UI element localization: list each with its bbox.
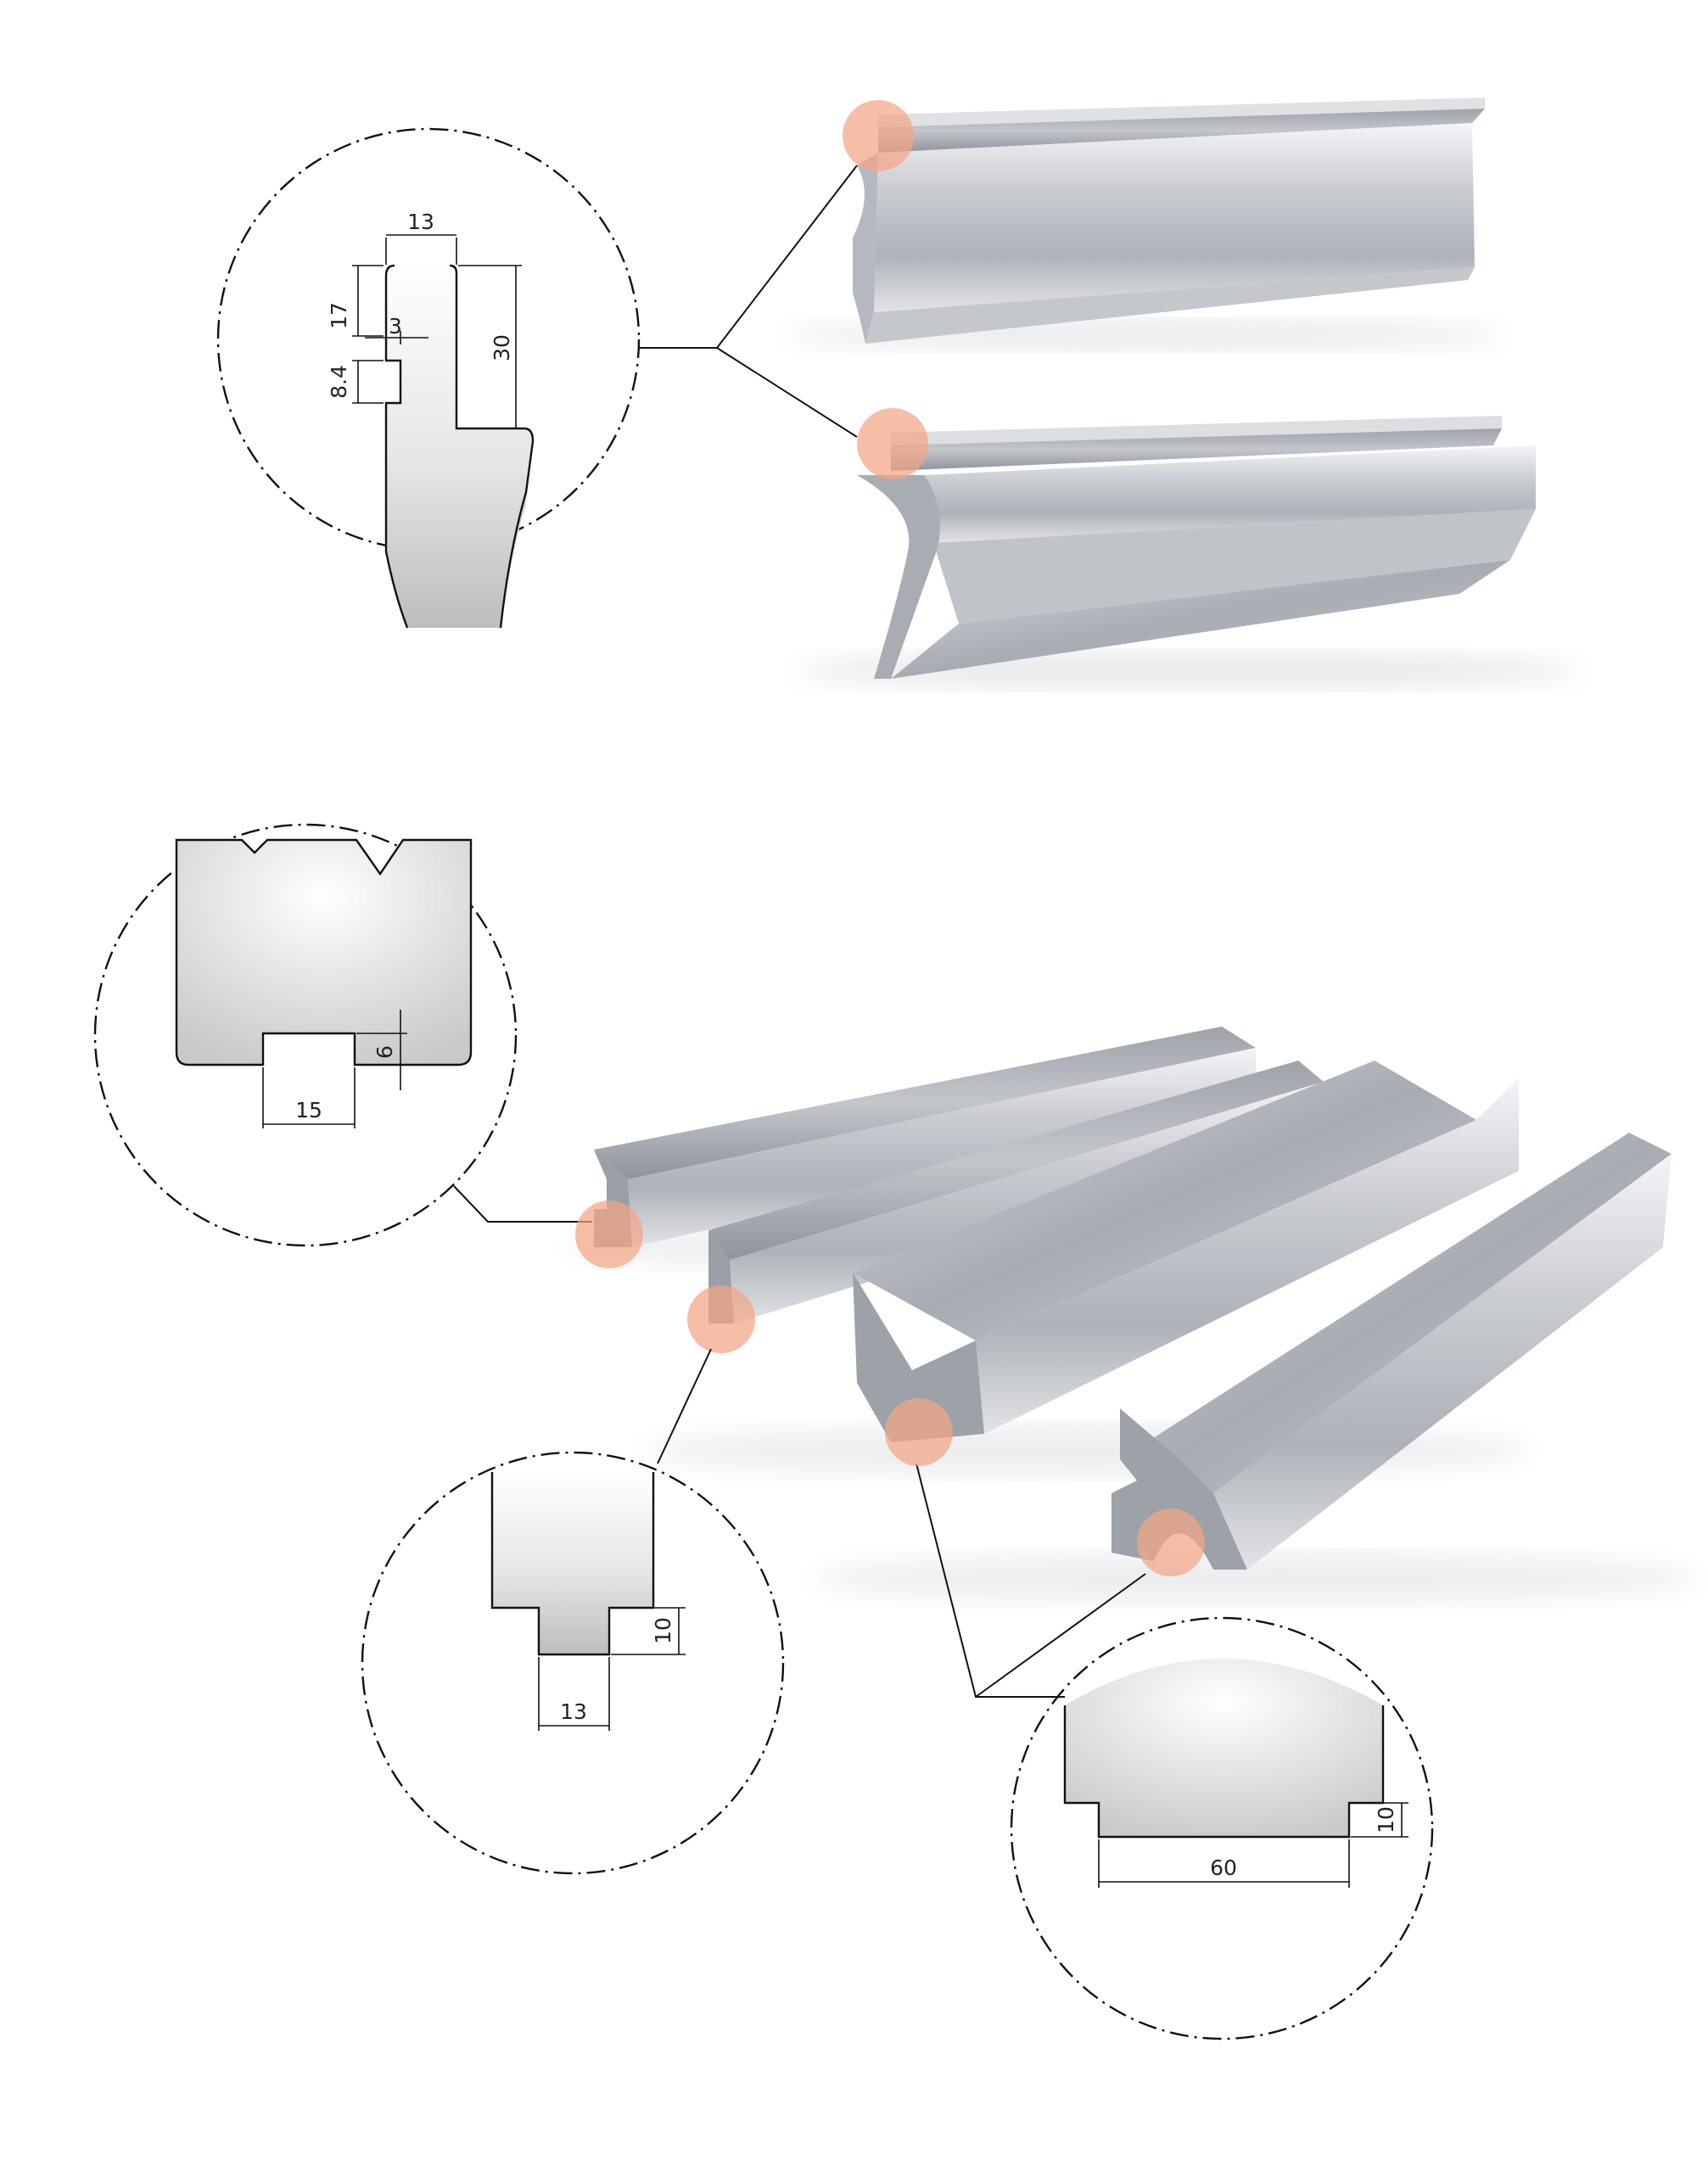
- dim-width-13: 13: [407, 210, 434, 234]
- callout-die-tang-13: 13 10: [361, 1451, 785, 1875]
- gooseneck-punch-bar: [798, 416, 1578, 689]
- dim-height-30: 30: [490, 334, 514, 361]
- leader-die-3-4: [916, 1463, 1146, 1698]
- callout-die-base-slot-15: 15 6: [93, 823, 518, 1247]
- leader-die-1: [453, 1185, 592, 1223]
- dim-width-15: 15: [295, 1098, 322, 1122]
- upper-punch-bar: [789, 98, 1502, 350]
- callout-upper-punch-clamp: 13 30 17 3 8.4: [216, 127, 641, 629]
- highlight-marker: [885, 1398, 953, 1466]
- highlight-marker: [575, 1201, 643, 1268]
- dim-width-60: 60: [1210, 1856, 1237, 1880]
- highlight-marker: [857, 408, 928, 479]
- dim-offset-3: 3: [389, 314, 402, 339]
- highlight-marker: [687, 1285, 755, 1353]
- dim-slot-8-4: 8.4: [327, 365, 351, 399]
- dim-height-17: 17: [327, 302, 351, 329]
- dim-width-13-tang: 13: [560, 1699, 587, 1724]
- dim-height-10-base: 10: [1374, 1806, 1398, 1833]
- leader-die-2: [657, 1348, 712, 1464]
- leader-upper: [638, 165, 858, 438]
- dim-depth-6: 6: [372, 1045, 397, 1059]
- dim-height-10-tang: 10: [651, 1617, 675, 1644]
- highlight-marker: [843, 100, 914, 171]
- highlight-marker: [1137, 1509, 1205, 1576]
- callout-die-base-60: 60 10: [1010, 1616, 1434, 2040]
